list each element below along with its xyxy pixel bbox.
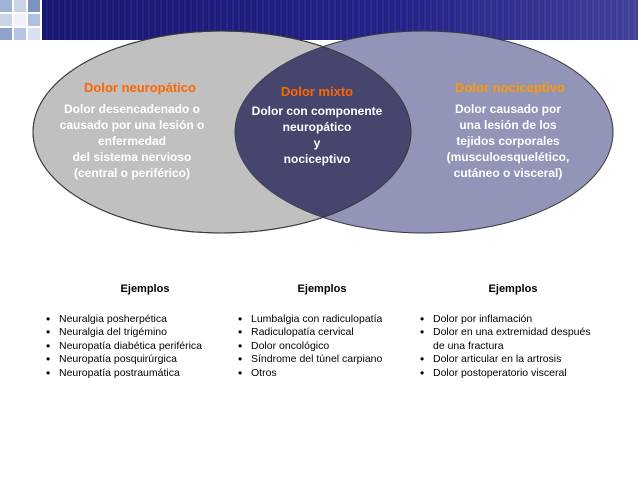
header-square <box>28 14 40 26</box>
mixed-desc-line: Dolor con componente <box>251 104 383 118</box>
list-item: Dolor en una extremidad después de una f… <box>420 326 605 353</box>
header-square <box>14 14 26 26</box>
header-stripes <box>42 0 638 40</box>
mixed-examples-heading: Ejemplos <box>297 283 347 295</box>
header-square <box>14 28 26 40</box>
neuropathic-desc-line: Dolor desencadenado o <box>63 102 201 116</box>
list-item: Dolor oncológico <box>238 340 388 354</box>
list-item: Radiculopatía cervical <box>238 326 388 340</box>
nociceptive-desc-line: Dolor causado por <box>454 102 561 116</box>
neuropathic-outline <box>32 30 412 234</box>
mixed-description: Dolor con componente neuropático y nocic… <box>232 103 402 167</box>
neuropathic-title: Dolor neuropático <box>84 80 196 95</box>
nociceptive-examples-list: Dolor por inflamación Dolor en una extre… <box>420 313 605 380</box>
mixed-overlap <box>235 31 411 233</box>
nociceptive-description: Dolor causado por una lesión de los teji… <box>418 101 598 181</box>
list-item: Otros <box>238 367 388 381</box>
list-item: Neuralgia posherpética <box>46 313 231 327</box>
list-item: Neuropatía posquirúrgica <box>46 353 231 367</box>
list-item: Lumbalgia con radiculopatía <box>238 313 388 327</box>
list-item: Dolor por inflamación <box>420 313 605 327</box>
list-item: Neuropatía diabética periférica <box>46 340 231 354</box>
header-square <box>28 28 40 40</box>
mixed-examples-list: Lumbalgia con radiculopatía Radiculopatí… <box>238 313 388 380</box>
nociceptive-desc-line: una lesión de los <box>459 118 557 132</box>
nociceptive-desc-line: (musculoesquelético, <box>446 150 570 164</box>
neuropathic-examples-heading: Ejemplos <box>120 283 170 295</box>
list-item: Síndrome del túnel carpiano <box>238 353 388 367</box>
neuropathic-desc-line: enfermedad <box>97 134 167 148</box>
header-square <box>0 14 12 26</box>
neuropathic-desc-line: causado por una lesión o <box>59 118 205 132</box>
neuropathic-description: Dolor desencadenado o causado por una le… <box>32 101 232 181</box>
mixed-desc-line: neuropático <box>282 120 352 134</box>
nociceptive-examples-heading: Ejemplos <box>488 283 538 295</box>
neuropathic-desc-line: del sistema nervioso <box>72 150 192 164</box>
mixed-desc-line: y <box>313 136 321 150</box>
list-item: Neuropatía postraumática <box>46 367 231 381</box>
header-square <box>0 0 12 12</box>
nociceptive-title: Dolor nociceptivo <box>455 80 565 95</box>
header-square <box>0 28 12 40</box>
neuropathic-examples-list: Neuralgia posherpética Neuralgia del tri… <box>46 313 231 380</box>
list-item: Neuralgia del trigémino <box>46 326 231 340</box>
mixed-desc-line: nociceptivo <box>283 152 351 166</box>
header-square <box>28 0 40 12</box>
mixed-title: Dolor mixto <box>280 84 354 99</box>
list-item: Dolor articular en la artrosis <box>420 353 605 367</box>
neuropathic-desc-line: (central o periférico) <box>73 166 191 180</box>
header-decoration <box>0 0 638 40</box>
list-item: Dolor postoperatorio visceral <box>420 367 605 381</box>
nociceptive-desc-line: cutáneo o visceral) <box>453 166 563 180</box>
header-square <box>14 0 26 12</box>
nociceptive-desc-line: tejidos corporales <box>456 134 560 148</box>
